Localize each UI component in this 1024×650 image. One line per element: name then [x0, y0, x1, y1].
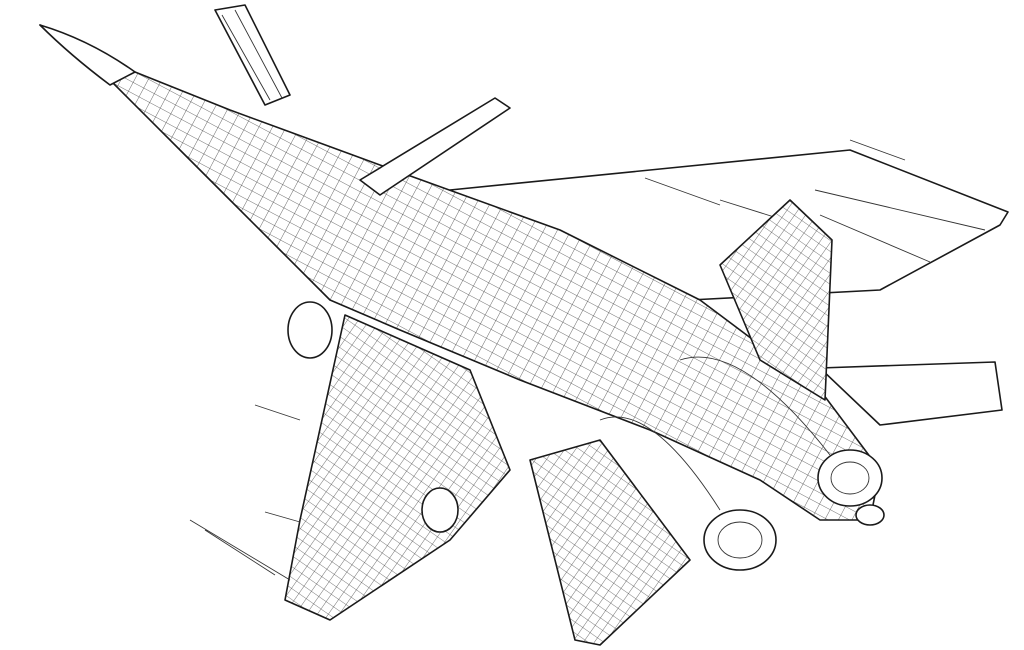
main-wheel: [421, 487, 459, 533]
ventral-fin: [529, 439, 691, 646]
starboard-wing-missiles: [644, 139, 986, 263]
starboard-stabilizer: [819, 361, 1003, 426]
nose-cone: [39, 24, 136, 86]
port-nozzle: [703, 509, 777, 571]
air-intake: [287, 301, 333, 359]
starboard-nozzle: [817, 449, 883, 507]
vertical-fin: [719, 199, 833, 401]
canopy: [214, 4, 291, 106]
airbrake: [359, 97, 511, 196]
port-wing-missiles: [189, 404, 301, 581]
engine-nozzles: [599, 356, 883, 571]
port-wing: [284, 314, 511, 621]
tail-cone: [855, 504, 885, 526]
